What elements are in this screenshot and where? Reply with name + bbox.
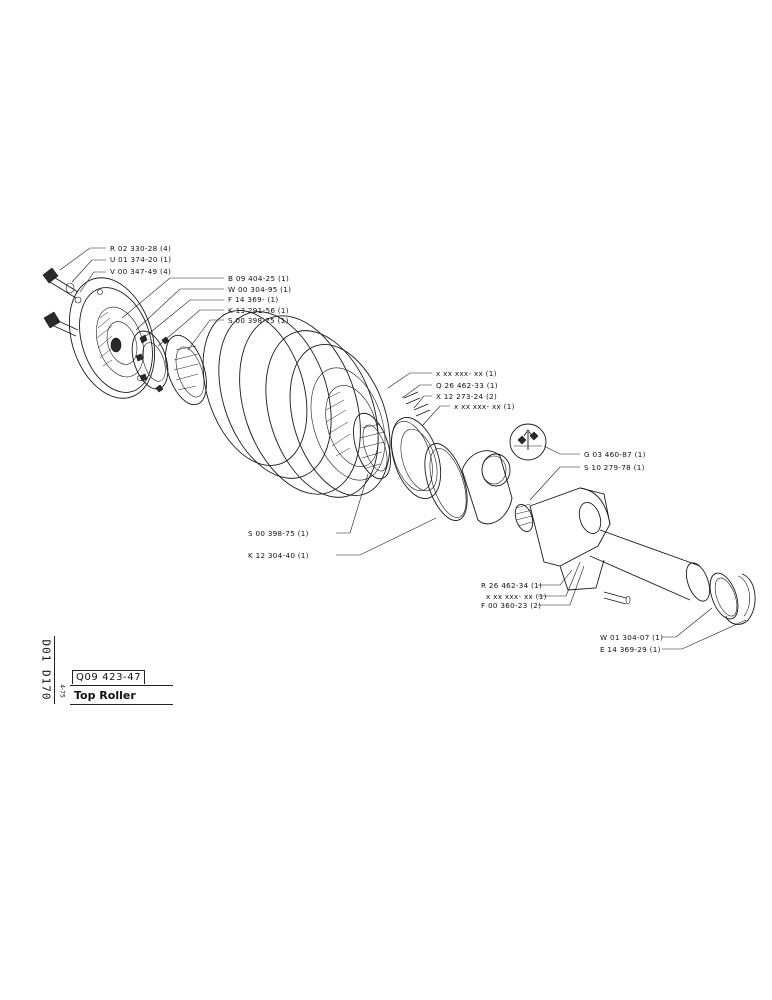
bolt-upper (42, 267, 79, 299)
collar (461, 450, 513, 525)
o-ring (424, 443, 468, 521)
title-underline (70, 704, 173, 705)
callout-label: F 14 369- (1) (228, 295, 279, 304)
callout-label: x xx xxx- xx (1) (486, 592, 547, 601)
hub-flange (68, 277, 156, 399)
title-divider (70, 685, 173, 686)
title-block: D01 D170 4-75 Q09 423-47 Top Roller (38, 636, 173, 705)
end-ring-inner (709, 572, 739, 620)
part-number: Q09 423-47 (72, 670, 146, 684)
drawing-code-box: D01 D170 (38, 636, 55, 704)
pin-upper (403, 391, 421, 405)
callout-label: R 02 330-28 (4) (110, 244, 171, 253)
callout-label: U 01 374-20 (1) (110, 255, 171, 264)
callout-label: S 00 398-75 (1) (248, 529, 309, 538)
revision-box: 4-75 (56, 680, 68, 702)
callout-label: S 10 279-78 (1) (584, 463, 645, 472)
shaft (514, 487, 711, 605)
bearing-right (353, 412, 391, 480)
pin-lower (413, 403, 431, 417)
callout-label: Q 26 462-33 (1) (436, 381, 498, 390)
callout-label: x xx xxx- xx (1) (436, 369, 497, 378)
callout-label: x xx xxx- xx (1) (454, 402, 515, 411)
callout-label: F 00 360-23 (2) (481, 601, 541, 610)
callout-label: W 01 304-07 (1) (600, 633, 663, 642)
drawing-title: Top Roller (74, 689, 136, 702)
seal-ring (390, 417, 442, 499)
callout-label: S 00 398-75 (1) (228, 316, 289, 325)
leader-lines (59, 247, 747, 650)
callout-label: W 00 304-95 (1) (228, 285, 291, 294)
end-ring-outer (725, 573, 756, 625)
callout-label: K 12 304-40 (1) (248, 551, 309, 560)
callout-label: R 26 462-34 (1) (481, 581, 542, 590)
grease-nipple-detail (509, 423, 547, 461)
callout-label: K 13 291-56 (1) (228, 306, 289, 315)
bolt-lower (43, 311, 79, 337)
callout-label: E 14 369-29 (1) (600, 645, 661, 654)
callout-label: V 00 347-49 (4) (110, 267, 171, 276)
roller-body (202, 310, 391, 498)
drawing-code: D01 D170 (39, 639, 53, 701)
callout-label: B 09 404-25 (1) (228, 274, 289, 283)
callout-label: G 03 460-87 (1) (584, 450, 646, 459)
washer (65, 282, 75, 294)
callout-label: X 12 273-24 (2) (436, 392, 497, 401)
revision-note: 4-75 (58, 684, 66, 698)
